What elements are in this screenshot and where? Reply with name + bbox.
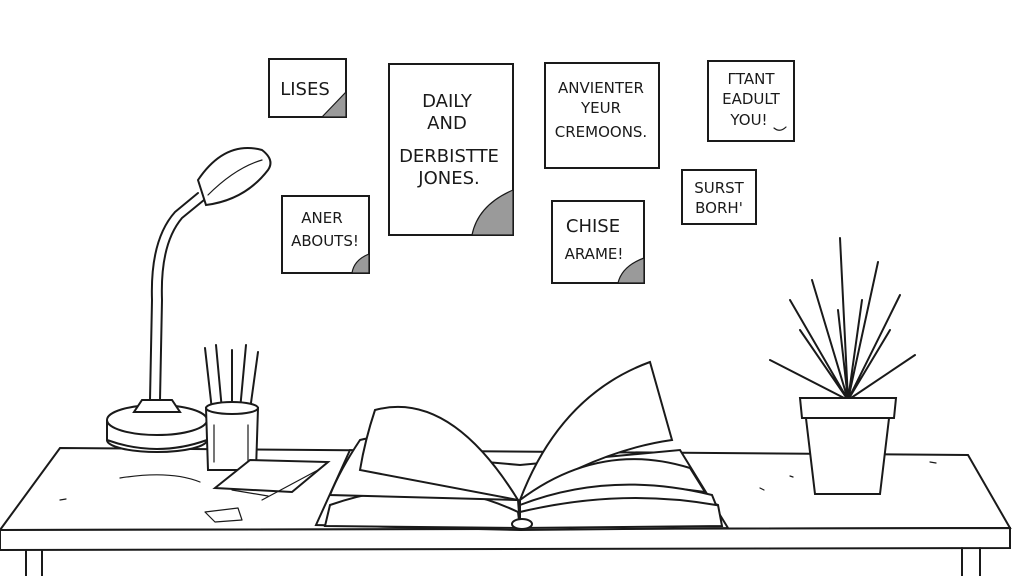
desk-lamp-icon <box>106 147 272 453</box>
smiley-icon <box>773 126 787 131</box>
note-anvienter: ANVIENTER YEUR CREMOONS. <box>544 62 660 169</box>
note-lises: LISES <box>268 58 347 118</box>
notebook-icon <box>212 458 331 501</box>
note-aner-line-2: ABOUTS! <box>291 232 359 250</box>
note-anvienter-line-2: YEUR <box>580 99 621 117</box>
note-chise: CHISE ARAME! <box>551 200 645 284</box>
note-daily-line-4: JONES. <box>417 168 479 189</box>
note-lises-line-1: LISES <box>280 79 330 100</box>
note-chise-line-1: CHISE <box>566 216 620 237</box>
note-tant: ΓTANT EADULT YOU! <box>707 60 795 142</box>
note-chise-line-2: ARAME! <box>565 245 624 263</box>
open-book-icon <box>314 360 730 532</box>
note-aner: ANER ABOUTS! <box>281 195 370 274</box>
potted-plant-icon <box>769 237 916 495</box>
note-tant-line-3: YOU! <box>729 111 767 129</box>
note-anvienter-line-1: ANVIENTER <box>558 79 644 97</box>
pencil-cup-icon <box>204 344 260 471</box>
note-surst: SURST BORH' <box>681 169 757 225</box>
note-surst-line-2: BORH' <box>695 199 743 217</box>
note-surst-line-1: SURST <box>694 179 744 197</box>
note-tant-line-2: EADULT <box>722 90 781 108</box>
note-daily: DAILY AND DERBISTTE JONES. <box>388 63 514 236</box>
note-daily-line-1: DAILY <box>422 91 473 112</box>
note-tant-line-1: ΓTANT <box>728 70 776 88</box>
note-aner-line-1: ANER <box>301 209 342 227</box>
note-daily-line-2: AND <box>427 113 467 134</box>
note-daily-line-3: DERBISTTE <box>399 146 499 167</box>
note-anvienter-line-3: CREMOONS. <box>555 123 647 141</box>
